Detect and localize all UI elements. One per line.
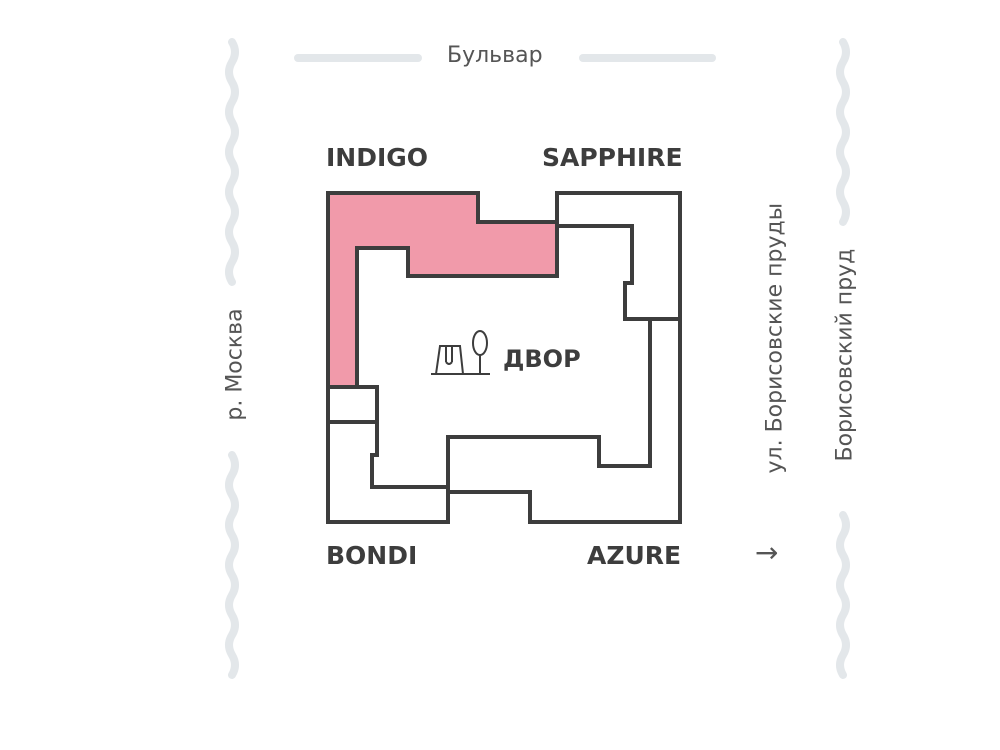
courtyard-label: ДВОР — [503, 345, 581, 373]
building-sapphire-label[interactable]: SAPPHIRE — [542, 143, 683, 172]
building-outlines — [326, 191, 682, 524]
sapphire-outline[interactable] — [448, 191, 682, 524]
pond-wave-lower — [836, 511, 850, 679]
street-borisovskie-prudy: ул. Борисовские пруды — [762, 202, 788, 474]
bondi-outline[interactable] — [357, 385, 448, 489]
street-boulevard: Бульвар — [447, 43, 543, 68]
river-wave-lower — [225, 451, 239, 679]
river-wave-upper — [225, 38, 239, 286]
building-indigo-label[interactable]: INDIGO — [326, 143, 429, 172]
building-azure-label[interactable]: AZURE — [587, 541, 682, 570]
building-bondi-label[interactable]: BONDI — [326, 541, 418, 570]
azure-outline[interactable] — [326, 320, 652, 524]
indigo-highlight[interactable] — [326, 191, 559, 389]
street-borisovsky-prud: Борисовский пруд — [832, 248, 858, 462]
arrow-icon: → — [755, 536, 779, 569]
playground-tree-icon — [431, 330, 490, 375]
pond-wave-upper — [836, 38, 850, 226]
street-moscow-river: р. Москва — [222, 308, 248, 421]
